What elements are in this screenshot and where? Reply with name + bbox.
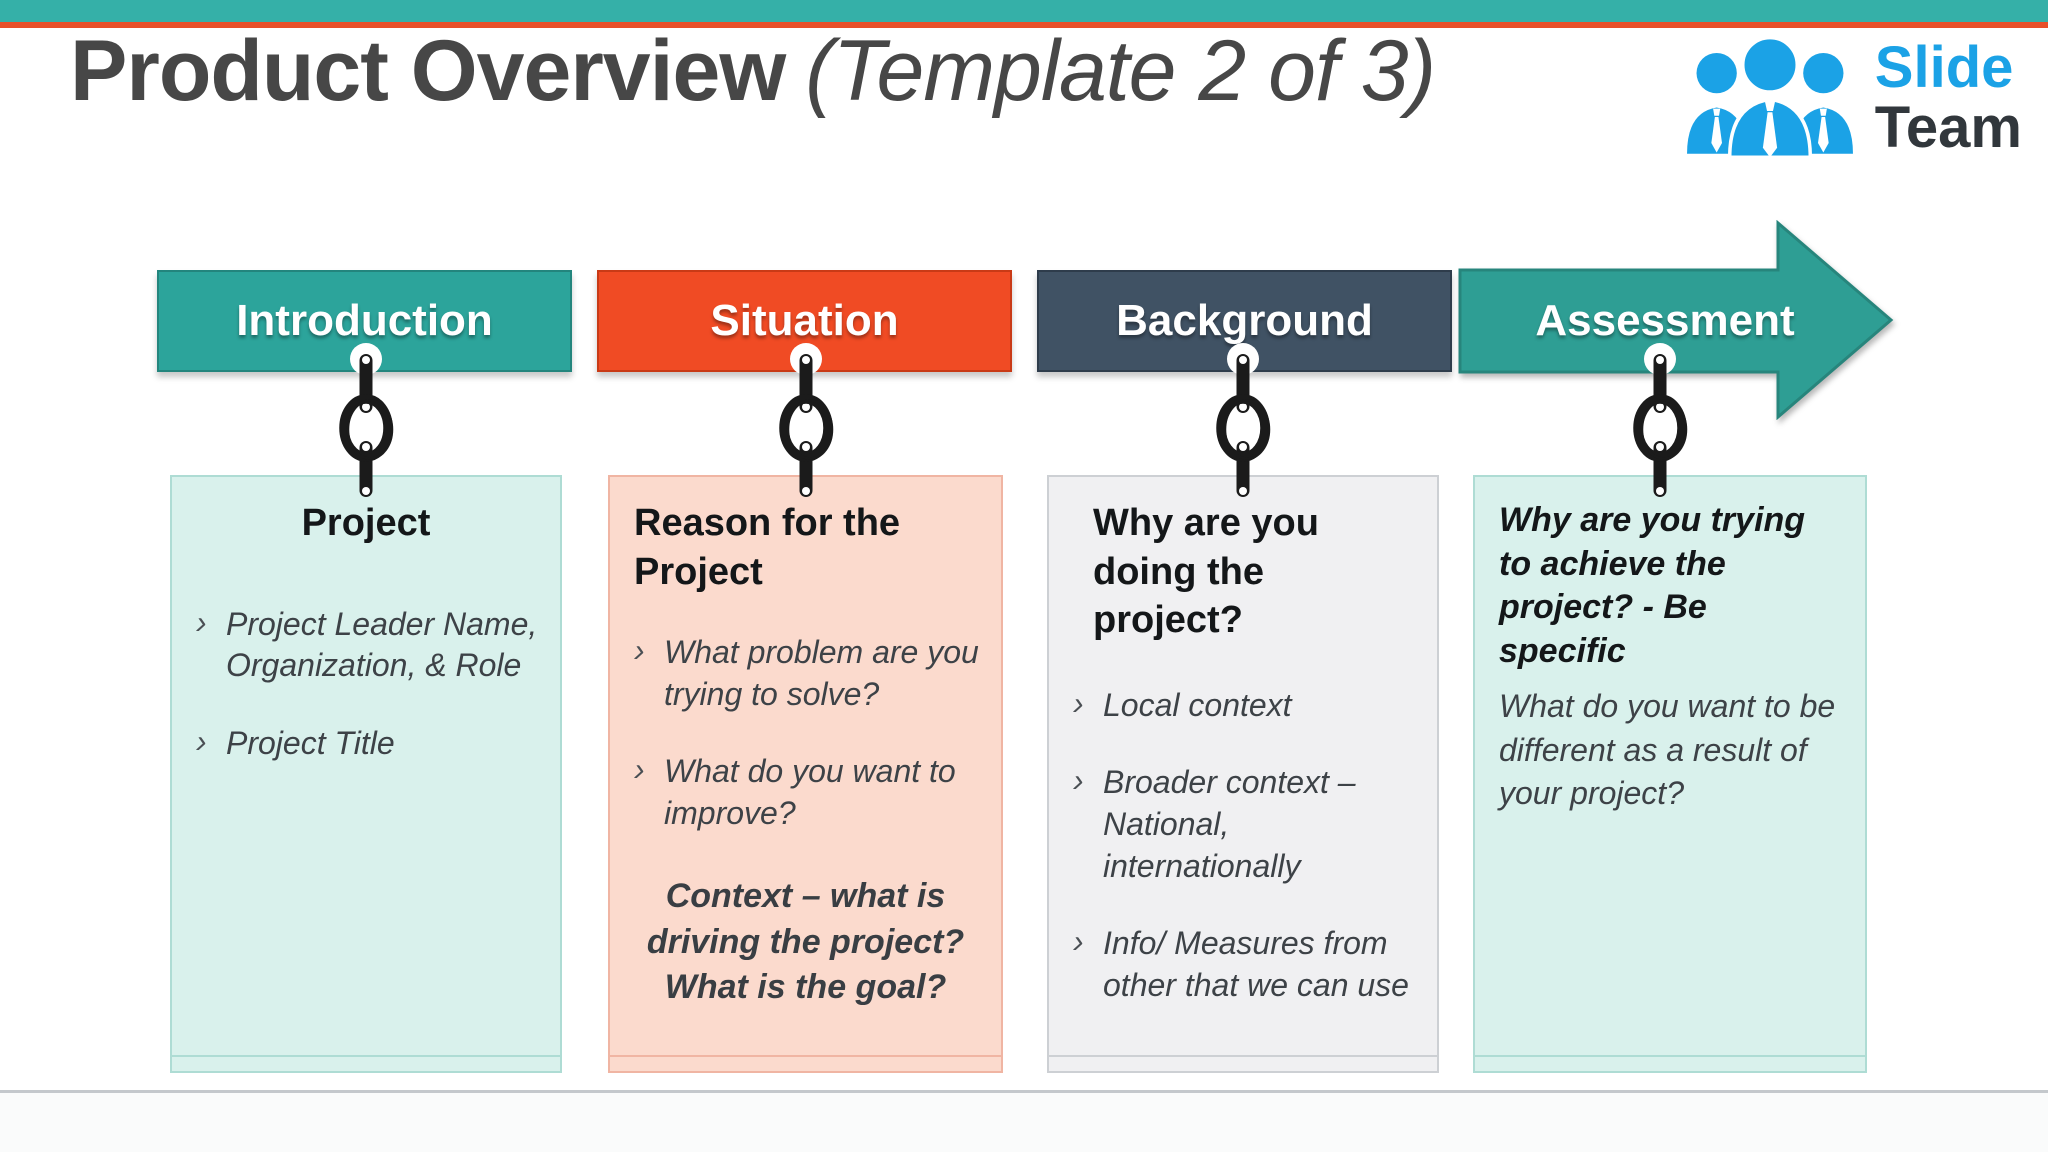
bullet-item: Local context — [1071, 683, 1419, 727]
content-box: Why are you trying to achieve the projec… — [1473, 475, 1867, 1073]
top-teal-bar — [0, 0, 2048, 22]
chain-link-icon — [339, 343, 394, 497]
chain-link-icon — [1633, 343, 1688, 497]
bullet-item: Info/ Measures from other that we can us… — [1071, 921, 1419, 1006]
box-title: Why are you trying to achieve the projec… — [1499, 501, 1806, 670]
chain-link-icon — [1216, 343, 1271, 497]
box-footer-strip — [1475, 1055, 1865, 1071]
team-people-icon — [1686, 35, 1853, 160]
bullet-item: Project Leader Name, Organization, & Rol… — [194, 602, 542, 687]
column-header: Background — [1037, 270, 1452, 372]
arrow-shape — [1458, 220, 1894, 420]
column-header-label: Assessment — [1535, 296, 1795, 345]
bottom-divider-line — [0, 1090, 2048, 1093]
box-title: Reason for the Project — [634, 502, 901, 593]
top-orange-line — [0, 22, 2048, 28]
page-title-main: Product Overview — [70, 23, 786, 119]
column-header-label: Background — [1116, 296, 1373, 345]
bullet-item: Broader context – National, internationa… — [1071, 760, 1419, 887]
bullet-list: What problem are you trying to solve? Wha… — [610, 630, 1001, 834]
box-title: Why are you doing the project? — [1093, 502, 1319, 642]
box-footer-note: Context – what is driving the project? W… — [646, 877, 965, 1007]
bullet-item: What do you want to improve? — [632, 749, 983, 834]
bullet-item: What problem are you trying to solve? — [632, 630, 983, 715]
box-footer-strip — [1049, 1055, 1437, 1071]
bullet-item: Project Title — [194, 721, 542, 765]
bottom-margin-area — [0, 1093, 2048, 1152]
logo-wordmark: Slide Team — [1874, 34, 2022, 160]
page-title-suffix: (Template 2 of 3) — [805, 23, 1436, 119]
bullet-list: Local contextBroader context – National,… — [1049, 683, 1437, 1007]
content-box: Why are you doing the project? Local con… — [1047, 475, 1439, 1073]
content-box: Project Project Leader Name, Organizatio… — [170, 475, 562, 1073]
chain-link-icon — [779, 343, 834, 497]
box-paragraph: What do you want to be different as a re… — [1499, 688, 1836, 812]
bullet-list: Project Leader Name, Organization, & Rol… — [172, 602, 560, 765]
box-footer-strip — [172, 1055, 560, 1071]
slideteam-logo: Slide Team — [1675, 34, 2022, 162]
box-title: Project — [301, 502, 431, 544]
logo-word-team: Team — [1874, 95, 2022, 160]
page-title: Product Overview(Template 2 of 3) — [70, 22, 1436, 121]
logo-word-slide: Slide — [1874, 34, 2014, 100]
column-header-label: Situation — [710, 296, 899, 345]
column-header-label: Introduction — [236, 296, 493, 345]
content-box: Reason for the Project What problem are … — [608, 475, 1003, 1073]
box-footer-strip — [610, 1055, 1001, 1071]
column-header: Assessment — [1470, 270, 1860, 372]
